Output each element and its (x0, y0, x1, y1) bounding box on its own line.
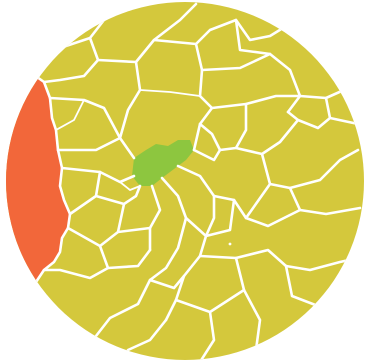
region-boundaries (18, 2, 364, 360)
central-highlight-region[interactable] (132, 140, 194, 186)
location-dot (228, 242, 232, 246)
northwest-tip-region[interactable] (76, 14, 92, 32)
